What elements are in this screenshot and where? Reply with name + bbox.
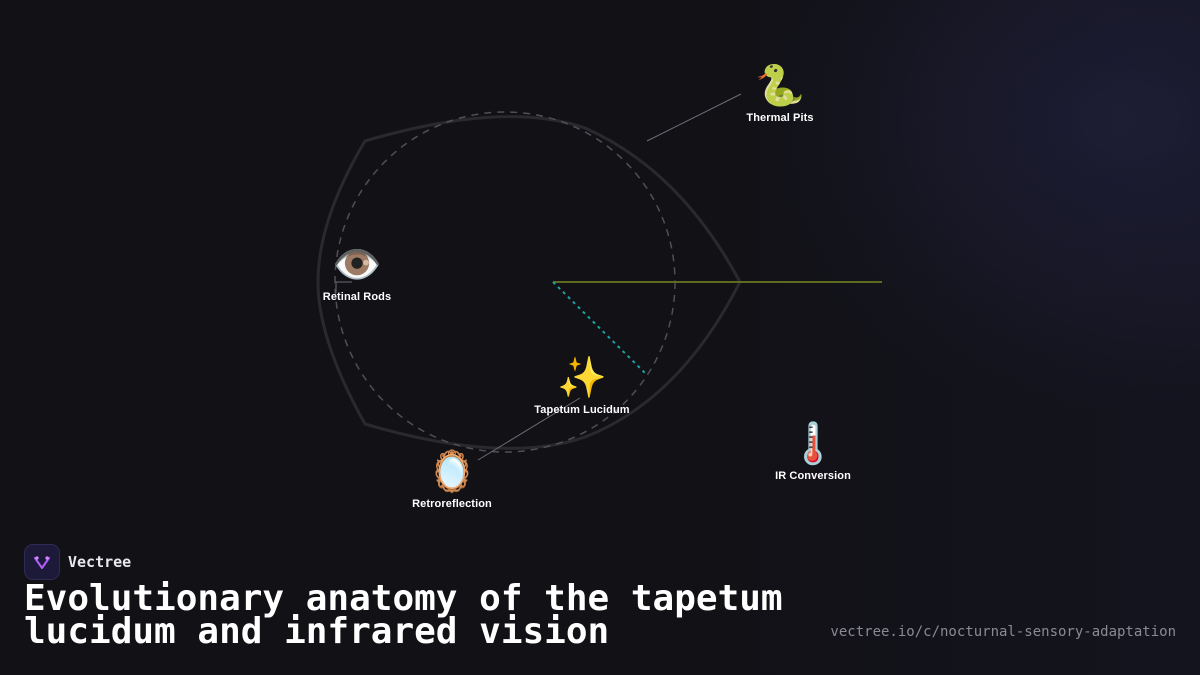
connector-retroreflection	[477, 397, 581, 461]
connector-thermal-pits	[646, 93, 742, 142]
brand: Vectree	[24, 544, 131, 580]
sparkles-icon: ✨	[557, 355, 607, 401]
eye-outline	[316, 115, 742, 450]
reflection-ray-line	[552, 281, 646, 374]
mirror-icon: 🪞	[427, 449, 477, 495]
node-retroreflection: 🪞 Retroreflection	[382, 448, 522, 510]
node-tapetum-lucidum: ✨ Tapetum Lucidum	[512, 354, 652, 416]
node-label: Tapetum Lucidum	[534, 404, 630, 416]
node-ir-conversion: 🌡️ IR Conversion	[743, 420, 883, 482]
connector-retinal-rods	[335, 281, 352, 293]
snake-icon: 🐍	[755, 63, 805, 109]
node-label: IR Conversion	[775, 470, 851, 482]
node-retinal-rods: 👁️ Retinal Rods	[287, 241, 427, 303]
eye-icon: 👁️	[332, 242, 382, 288]
node-label: Thermal Pits	[746, 112, 814, 124]
page-title: Evolutionary anatomy of the tapetum luci…	[24, 578, 783, 652]
thermometer-icon: 🌡️	[788, 421, 838, 467]
node-label: Retinal Rods	[322, 291, 392, 303]
source-url: vectree.io/c/nocturnal-sensory-adaptatio…	[830, 624, 1176, 640]
vectree-logo-icon	[24, 544, 60, 580]
node-label: Retroreflection	[412, 498, 492, 510]
node-thermal-pits: 🐍 Thermal Pits	[710, 62, 850, 124]
brand-name: Vectree	[68, 553, 132, 571]
